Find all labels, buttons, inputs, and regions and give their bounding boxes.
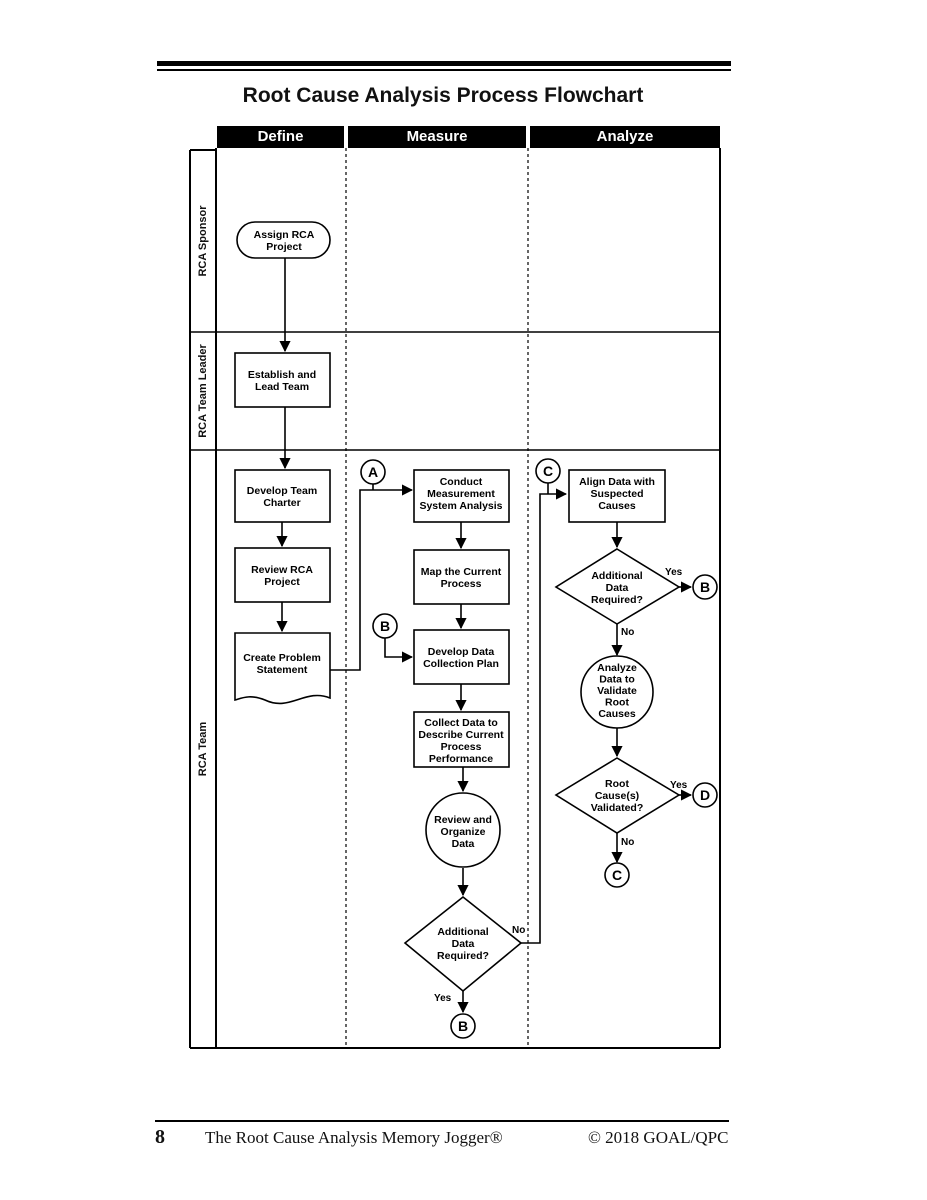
connector-c-in (535, 458, 561, 484)
edge-label-no: No (512, 925, 525, 936)
header-rule-thick (157, 61, 731, 66)
connector-d-out (692, 782, 718, 808)
process-review-rca-project (234, 547, 331, 603)
process-develop-team-charter (234, 469, 331, 523)
edge-label-no: No (621, 627, 634, 638)
connector-label: D (700, 787, 710, 803)
header-rule-thin (157, 69, 731, 71)
process-review-organize-data (425, 792, 501, 868)
edge-label-no: No (621, 837, 634, 848)
connector-b-in (372, 613, 398, 639)
process-conduct-msa (413, 469, 510, 523)
process-develop-data-collection-plan (413, 629, 510, 685)
process-establish-lead-team (234, 352, 331, 408)
page-title: Root Cause Analysis Process Flowchart (242, 84, 644, 107)
phase-measure: Measure (348, 126, 526, 148)
document-create-problem-statement (234, 632, 331, 705)
connector-label: A (368, 464, 378, 480)
terminal-assign-rca-project (236, 221, 331, 259)
connector-b-out-analyze (692, 574, 718, 600)
decision-additional-data-measure (403, 895, 523, 993)
connector-label: B (458, 1018, 468, 1034)
swimlane-grid (189, 148, 721, 1049)
copyright: © 2018 GOAL/QPC (588, 1128, 729, 1147)
phase-analyze: Analyze (530, 126, 720, 148)
process-collect-data (413, 711, 510, 768)
edge-label-yes: Yes (665, 567, 683, 578)
footer-rule (155, 1120, 729, 1122)
connector-label: C (543, 463, 553, 479)
connector-label: C (612, 867, 622, 883)
connector-label: B (700, 579, 710, 595)
edges (276, 258, 693, 1014)
process-analyze-data (580, 655, 654, 729)
decision-root-cause-validated (554, 757, 681, 834)
process-map-current-process (413, 549, 510, 605)
decision-additional-data-analyze (554, 548, 681, 625)
connector-c-out (604, 862, 630, 888)
connector-a-in (360, 459, 386, 485)
connector-b-out-measure (450, 1013, 476, 1039)
edge-label-yes: Yes (434, 993, 452, 1004)
phase-define: Define (217, 126, 344, 148)
book-title: The Root Cause Analysis Memory Jogger® (205, 1128, 503, 1147)
edge-label-yes: Yes (670, 780, 688, 791)
page-number: 8 (155, 1126, 165, 1148)
connector-label: B (380, 618, 390, 634)
process-align-data (568, 469, 666, 523)
